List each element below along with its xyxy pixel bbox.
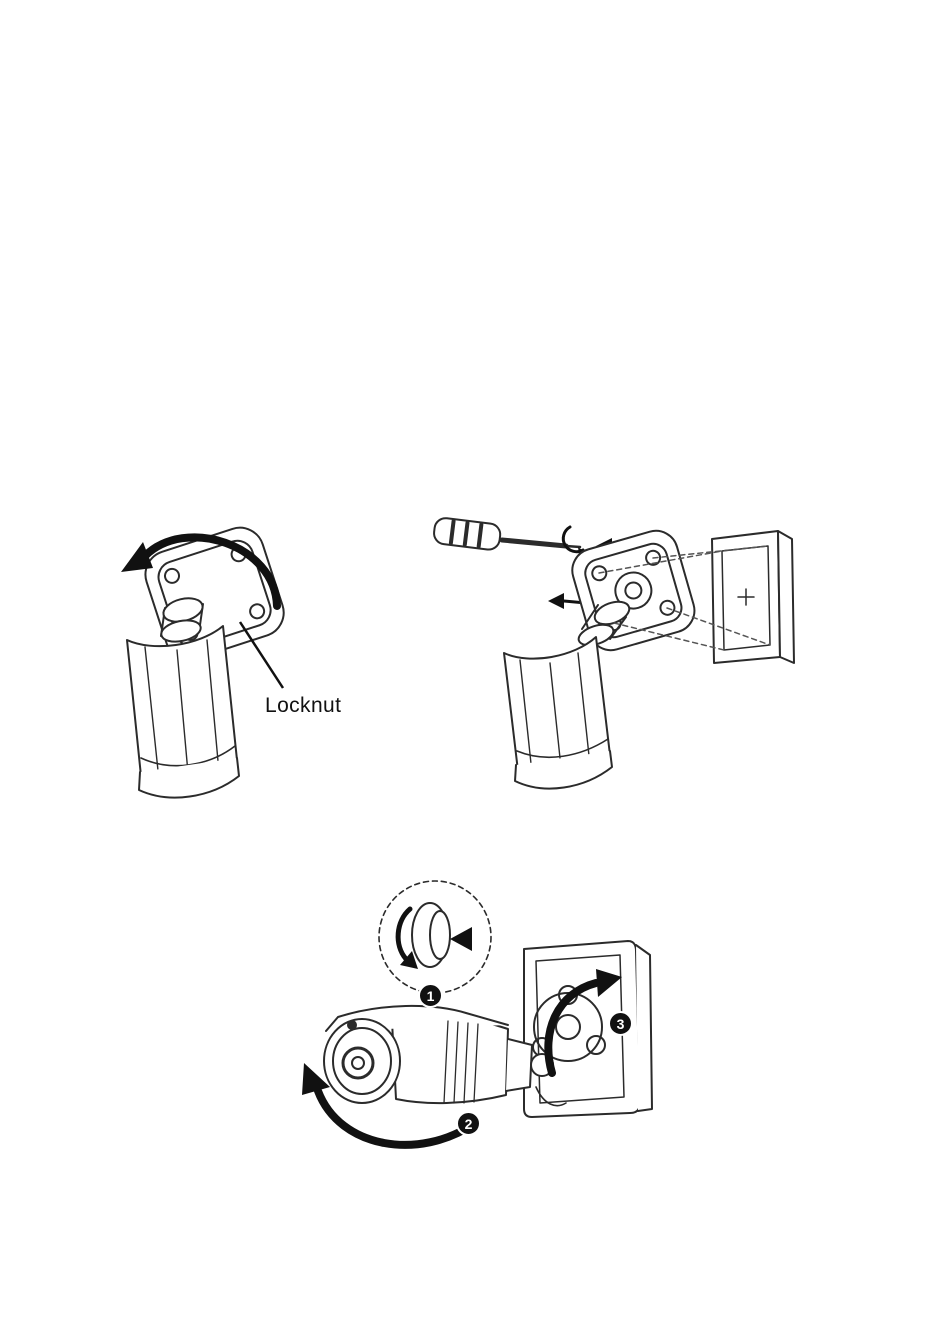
step-2-number: 2 [464, 1115, 473, 1132]
step-3-number: 3 [616, 1015, 625, 1032]
detail-circle [378, 880, 492, 994]
locknut-leader-line [238, 621, 285, 689]
rotate-arrow-icon [121, 533, 281, 610]
figure-install-steps: 1 2 3 [300, 865, 660, 1165]
step-badge-3: 3 [608, 1011, 633, 1036]
locknut-detail [395, 902, 472, 969]
camera-body [503, 636, 613, 790]
step-1-number: 1 [426, 987, 435, 1004]
dashed-alignment-lines [598, 545, 771, 651]
locknut-label: Locknut [265, 694, 342, 717]
rotate-base-arrow-icon [544, 969, 622, 1077]
screwdriver-icon [433, 517, 582, 551]
figure-screw-mounting [420, 505, 800, 790]
step-badge-2: 2 [456, 1111, 481, 1136]
step-badge-1: 1 [418, 983, 443, 1008]
figure1-drawing [121, 526, 285, 799]
figure2-drawing [433, 517, 795, 790]
figure-locknut-adjustment: Locknut [95, 510, 360, 810]
rotate-camera-arrow-icon [302, 1063, 479, 1149]
figure3-drawing [302, 880, 653, 1149]
locknut-joint [577, 600, 631, 647]
camera-body [126, 625, 240, 799]
bullet-camera [323, 1004, 567, 1107]
wall-plate [523, 940, 653, 1118]
locknut-joint [160, 597, 204, 643]
